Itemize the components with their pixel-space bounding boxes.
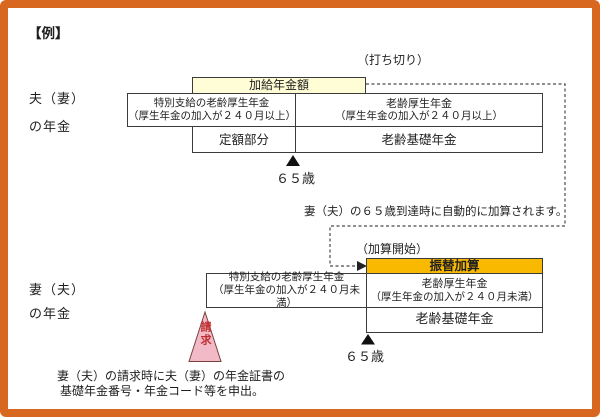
old-age-employee-pension-box-wife: 老齢厚生年金 （厚生年金の加入が２４０月未満） — [366, 273, 543, 308]
additional-pension-amount-label: 加給年金額 — [248, 78, 309, 92]
age-65-label-husband: ６５歳 — [276, 172, 316, 187]
fixed-amount-part-box: 定額部分 — [192, 126, 296, 153]
old-age-employee-pension-line2: （厚生年金の加入が２４０月以上） — [335, 110, 503, 123]
cutoff-annotation: （打ち切り） — [357, 53, 430, 67]
special-payment-pension-box-wife: 特別支給の老齢厚生年金 （厚生年金の加入が２４０月未満） — [206, 270, 367, 310]
footer-note-line2: 基礎年金番号・年金コード等を申出。 — [60, 384, 265, 398]
wife-pension-label-line1: 妻（夫） — [29, 283, 86, 298]
request-label: 請求 — [199, 321, 212, 347]
old-age-basic-pension-label-husband: 老齢基礎年金 — [381, 131, 457, 147]
request-triangle-icon — [188, 310, 222, 362]
special-payment-line1: 特別支給の老齢厚生年金 — [153, 96, 270, 109]
additional-pension-amount-box: 加給年金額 — [192, 77, 366, 94]
example-label: 【例】 — [28, 26, 69, 42]
substitute-addition-label: 振替加算 — [429, 258, 480, 274]
addition-start-annotation: （加算開始） — [356, 242, 429, 256]
husband-pension-label-line1: 夫（妻） — [29, 92, 86, 107]
old-age-basic-pension-box-wife: 老齢基礎年金 — [366, 307, 543, 333]
old-age-basic-pension-box-husband: 老齢基礎年金 — [295, 126, 543, 153]
special-payment-pension-box-husband: 特別支給の老齢厚生年金 （厚生年金の加入が２４０月以上） — [127, 93, 296, 127]
special-payment-line2-wife: （厚生年金の加入が２４０月未満） — [213, 283, 360, 310]
old-age-employee-pension-line2-wife: （厚生年金の加入が２４０月未満） — [370, 290, 539, 303]
old-age-employee-pension-box-husband: 老齢厚生年金 （厚生年金の加入が２４０月以上） — [295, 93, 543, 127]
footer-note-line1: 妻（夫）の請求時に夫（妻）の年金証書の — [57, 369, 286, 383]
auto-addition-note: 妻（夫）の６５歳到達時に自動的に加算されます。 — [304, 204, 568, 218]
dashed-connector-line — [329, 83, 566, 267]
fixed-amount-part-label: 定額部分 — [218, 131, 269, 147]
old-age-basic-pension-label-wife: 老齢基礎年金 — [415, 311, 494, 327]
special-payment-line1-wife: 特別支給の老齢厚生年金 — [228, 270, 345, 283]
age-65-label-wife: ６５歳 — [345, 350, 385, 365]
age-65-marker-bottom-icon — [361, 334, 375, 345]
wife-pension-label-line2: の年金 — [29, 307, 72, 322]
old-age-employee-pension-line1: 老齢厚生年金 — [386, 96, 452, 110]
old-age-employee-pension-line1-wife: 老齢厚生年金 — [421, 277, 488, 291]
substitute-addition-box: 振替加算 — [366, 258, 543, 274]
special-payment-line2: （厚生年金の加入が２４０月以上） — [128, 110, 296, 122]
husband-pension-label-line2: の年金 — [29, 120, 72, 135]
age-65-marker-top-icon — [286, 155, 300, 166]
connector-arrowhead-icon — [357, 261, 367, 271]
